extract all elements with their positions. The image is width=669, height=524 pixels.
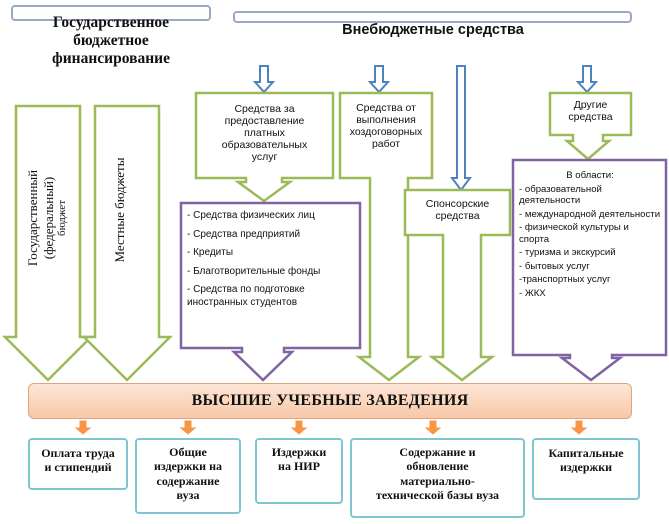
arrow-out-2 xyxy=(179,420,197,435)
output-general-line-2: издержки на xyxy=(153,459,223,474)
regions-item: - международной деятельности xyxy=(519,208,661,220)
arrow-paid xyxy=(252,65,276,94)
paid-list-item: - Кредиты xyxy=(187,247,234,258)
output-maintenance: Содержание и обновление материально- тех… xyxy=(350,438,525,518)
federal-budget-line-2: (федеральный) xyxy=(40,176,56,260)
other-funds-text: Другие средства xyxy=(551,99,630,123)
output-capital-line-1: Капитальные xyxy=(548,446,624,460)
state-funding-header: Государственное бюджетное финансирование xyxy=(20,14,202,67)
contracts-line-2: выполнения xyxy=(356,114,416,127)
contracts-line-1: Средства от xyxy=(356,102,416,114)
sponsors-line-2: средства xyxy=(435,210,480,223)
local-budget-arrow xyxy=(80,104,174,382)
regions-item: - туризма и экскурсий xyxy=(519,247,616,258)
paid-services-text: Средства за предоставление платных образ… xyxy=(198,103,331,163)
paid-line-1: Средства за xyxy=(234,103,295,115)
extra-budget-header: Внебюджетные средства xyxy=(300,22,566,39)
output-research-line-1: Издержки xyxy=(271,445,327,459)
universities-banner: ВЫСШИЕ УЧЕБНЫЕ ЗАВЕДЕНИЯ xyxy=(28,383,632,419)
federal-budget-line-3: бюджет xyxy=(56,200,69,236)
paid-sources-list: - Средства физических лиц - Средства пре… xyxy=(187,210,355,315)
federal-budget-arrow xyxy=(1,104,95,382)
output-general-line-1: Общие xyxy=(169,445,207,459)
federal-budget-line-1: Государственный xyxy=(25,169,40,267)
output-general-line-3: содержание xyxy=(156,473,220,488)
arrow-contracts xyxy=(367,65,391,94)
regions-item: - образовательной деятельности xyxy=(519,183,602,207)
arrow-sponsors xyxy=(450,65,472,192)
paid-line-2: предоставление xyxy=(224,115,305,128)
paid-line-3: платных xyxy=(244,127,285,140)
contracts-line-4: работ xyxy=(371,138,401,151)
output-general-line-4: вуза xyxy=(176,488,200,503)
arrow-out-3 xyxy=(290,420,308,435)
output-wages: Оплата труда и стипендий xyxy=(28,438,128,490)
paid-line-5: услуг xyxy=(251,151,278,164)
regions-list: В области: - образовательной деятельност… xyxy=(519,170,661,301)
other-funds-box xyxy=(548,91,633,161)
regions-item: - физической культуры и спорта xyxy=(519,222,629,245)
output-capital-costs: Капитальные издержки xyxy=(532,438,640,500)
local-budget-label: Местные бюджеты xyxy=(112,120,128,300)
federal-budget-label: Государственный (федеральный) бюджет xyxy=(25,118,69,318)
arrow-other xyxy=(575,65,599,94)
output-maint-line-1: Содержание и xyxy=(399,445,476,459)
regions-item: -транспортных услуг xyxy=(519,274,611,285)
output-maint-line-2: обновление xyxy=(406,459,469,474)
state-header-frame xyxy=(11,5,211,21)
regions-item: - бытовых услуг xyxy=(519,260,590,272)
output-maint-line-3: материально- xyxy=(400,473,475,488)
regions-item: - ЖКХ xyxy=(519,287,546,299)
output-wages-line-1: Оплата труда xyxy=(41,446,115,460)
paid-list-item: - Благотворительные фонды xyxy=(187,265,321,277)
universities-title: ВЫСШИЕ УЧЕБНЫЕ ЗАВЕДЕНИЯ xyxy=(191,392,469,409)
paid-list-item: - Средства физических лиц xyxy=(187,210,315,221)
contracts-line-3: хоздоговорных xyxy=(349,126,423,139)
regions-box xyxy=(511,158,668,382)
output-wages-line-2: и стипендий xyxy=(44,460,112,475)
output-general-costs: Общие издержки на содержание вуза xyxy=(135,438,241,514)
local-budget-text: Местные бюджеты xyxy=(112,157,127,263)
output-research-line-2: на НИР xyxy=(278,459,320,474)
other-line-1: Другие xyxy=(573,99,608,111)
extra-header-frame xyxy=(233,11,632,23)
state-funding-line-2: бюджетное xyxy=(73,31,149,49)
paid-list-item: - Средства по подготовке иностранных сту… xyxy=(187,284,305,308)
sponsors-text: Спонсорские средства xyxy=(406,198,509,222)
arrow-out-5 xyxy=(570,420,588,435)
sponsors-line-1: Спонсорские xyxy=(425,198,490,210)
paid-list-box xyxy=(179,201,362,382)
paid-services-box xyxy=(194,91,335,203)
state-funding-line-1: Государственное xyxy=(52,14,170,31)
paid-line-4: образовательных xyxy=(221,139,308,152)
output-capital-line-2: издержки xyxy=(559,460,613,475)
other-line-2: средства xyxy=(568,111,613,124)
arrow-out-4 xyxy=(424,420,442,435)
extra-budget-title: Внебюджетные средства xyxy=(342,22,524,38)
sponsors-box xyxy=(403,188,512,382)
output-research-costs: Издержки на НИР xyxy=(255,438,343,504)
state-funding-line-3: финансирование xyxy=(52,49,170,67)
output-maint-line-4: технической базы вуза xyxy=(375,488,500,503)
regions-title: В области: xyxy=(566,170,614,181)
contracts-box xyxy=(338,91,434,382)
contracts-text: Средства от выполнения хоздоговорных раб… xyxy=(341,102,431,150)
arrow-out-1 xyxy=(74,420,92,435)
paid-list-item: - Средства предприятий xyxy=(187,228,301,240)
